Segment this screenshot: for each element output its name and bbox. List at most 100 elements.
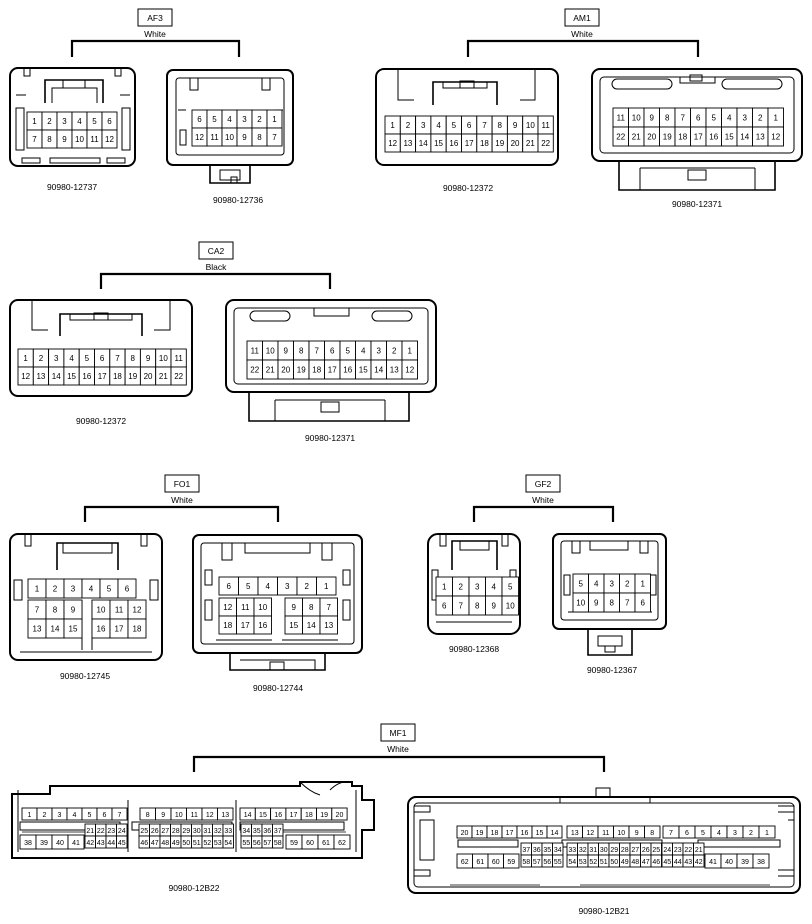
pin-label: 12 <box>21 372 30 381</box>
connector-12372b-outline <box>9 299 193 397</box>
pin-label: 21 <box>695 847 703 854</box>
pin-cavity: 3 <box>726 825 744 839</box>
pin-label: 13 <box>571 830 579 837</box>
pin-label: 12 <box>586 830 594 837</box>
pin-cavity: 18 <box>300 807 317 821</box>
pin-cavity: 36 <box>531 842 543 856</box>
pin-cavity: 31 <box>201 823 213 837</box>
pin-cavity: 7 <box>27 599 47 620</box>
pin-label: 8 <box>610 599 615 608</box>
pin-cavity: 5 <box>86 111 103 131</box>
pin-label: 14 <box>52 372 61 381</box>
pin-label: 34 <box>242 828 250 835</box>
pin-label: 3 <box>285 582 290 591</box>
pin-label: 52 <box>589 859 597 866</box>
pin-cavity: 6 <box>101 111 118 131</box>
pin-cavity: 9 <box>284 597 303 617</box>
pin-cavity: 1 <box>316 576 337 596</box>
pin-label: 9 <box>242 133 247 142</box>
pin-label: 23 <box>107 828 115 835</box>
pin-cavity: 4 <box>63 348 80 368</box>
pin-label: 5 <box>701 830 705 837</box>
pin-label: 57 <box>533 859 541 866</box>
pin-cavity: 14 <box>48 366 65 386</box>
pin-label: 13 <box>324 621 333 630</box>
pin-cavity: 26 <box>640 842 652 856</box>
pin-label: 6 <box>696 114 701 123</box>
connector-12B21-outline <box>407 787 801 894</box>
pin-cavity: 17 <box>461 133 478 153</box>
pin-cavity: 10 <box>221 127 238 147</box>
pin-cavity: 12 <box>767 126 784 147</box>
pin-label: 13 <box>221 812 229 819</box>
pin-label: 3 <box>62 117 67 126</box>
pin-cavity: 19 <box>124 366 141 386</box>
pin-label: 11 <box>541 121 550 130</box>
pin-cavity: 44 <box>105 835 117 849</box>
pin-label: 2 <box>758 114 763 123</box>
pin-cavity: 4 <box>710 825 728 839</box>
pin-cavity: 6 <box>435 595 453 616</box>
pin-cavity: 8 <box>251 127 268 147</box>
pin-label: 22 <box>174 372 183 381</box>
pin-cavity: 21 <box>155 366 172 386</box>
pin-cavity: 27 <box>159 823 171 837</box>
pin-label: 10 <box>506 602 515 611</box>
pin-label: 25 <box>652 847 660 854</box>
pin-cavity: 2 <box>251 109 268 129</box>
pin-label: 3 <box>610 580 615 589</box>
pin-cavity: 10 <box>262 340 279 361</box>
pin-cavity: 3 <box>51 807 68 821</box>
group-am1-code: AM1 <box>573 13 591 23</box>
pin-cavity: 5 <box>238 576 259 596</box>
pin-cavity: 4 <box>71 111 88 131</box>
pin-cavity: 54 <box>566 854 578 868</box>
pin-cavity: 11 <box>170 348 187 368</box>
pin-label: 16 <box>274 812 282 819</box>
pin-cavity: 62 <box>456 853 473 869</box>
pin-cavity: 16 <box>78 366 95 386</box>
pin-label: 31 <box>203 828 211 835</box>
pin-label: 11 <box>241 603 250 612</box>
pin-label: 7 <box>669 830 673 837</box>
pin-label: 29 <box>610 847 618 854</box>
pin-cavity: 10 <box>253 597 272 617</box>
pin-cavity: 23 <box>105 823 117 837</box>
pin-cavity: 6 <box>634 592 651 613</box>
pin-label: 8 <box>299 347 304 356</box>
pin-cavity: 49 <box>619 854 631 868</box>
pin-label: 18 <box>223 621 232 630</box>
pin-cavity: 55 <box>240 835 252 849</box>
pin-label: 10 <box>97 606 106 615</box>
pin-cavity: 59 <box>503 853 520 869</box>
pin-label: 2 <box>406 121 411 130</box>
pin-label: 14 <box>740 133 749 142</box>
pin-cavity: 3 <box>736 107 753 128</box>
pin-cavity: 20 <box>643 126 660 147</box>
group-ca2-header <box>99 241 332 289</box>
part-number-12737: 90980-12737 <box>47 182 97 192</box>
pin-label: 16 <box>343 366 352 375</box>
pin-label: 18 <box>113 372 122 381</box>
pin-cavity: 47 <box>149 835 161 849</box>
pin-label: 3 <box>54 354 59 363</box>
pin-label: 56 <box>543 859 551 866</box>
pin-cavity: 60 <box>301 834 319 850</box>
pin-cavity: 3 <box>63 578 83 599</box>
pin-label: 17 <box>506 830 514 837</box>
pin-label: 6 <box>100 354 105 363</box>
group-ca2-color: Black <box>206 262 228 272</box>
pin-label: 8 <box>665 114 670 123</box>
pin-cavity: 29 <box>608 842 620 856</box>
pin-label: 27 <box>161 828 169 835</box>
pin-cavity: 6 <box>191 109 208 129</box>
pin-label: 9 <box>292 603 297 612</box>
pin-label: 1 <box>23 354 28 363</box>
pin-cavity: 43 <box>95 835 107 849</box>
pin-label: 2 <box>625 580 630 589</box>
pin-cavity: 9 <box>485 595 503 616</box>
pin-cavity: 4 <box>485 576 503 597</box>
pin-cavity: 4 <box>66 807 83 821</box>
pin-label: 45 <box>663 859 671 866</box>
pin-label: 11 <box>617 114 626 123</box>
